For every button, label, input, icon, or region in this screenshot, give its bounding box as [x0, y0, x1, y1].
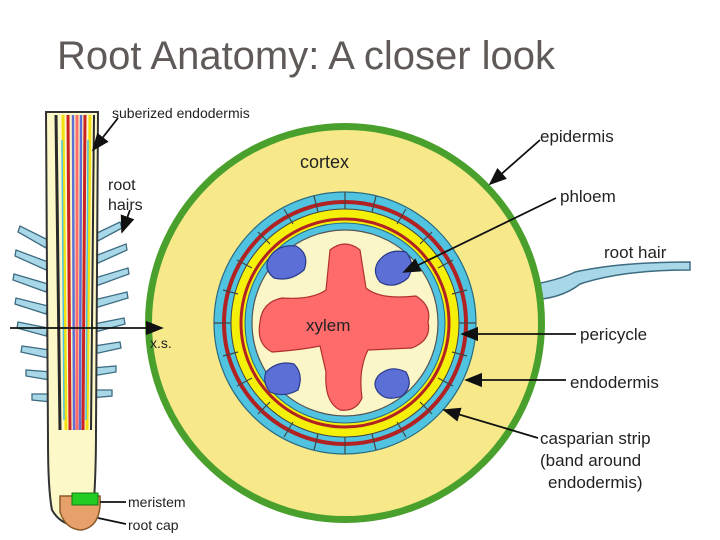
casparian-pointer [442, 407, 539, 439]
label-root-hairs-line2: hairs [108, 197, 143, 214]
label-epidermis: epidermis [540, 127, 614, 146]
label-endodermis: endodermis [570, 373, 659, 392]
label-cortex: cortex [300, 152, 349, 172]
label-suberized-endodermis: suberized endodermis [112, 105, 250, 121]
cross-section [145, 123, 691, 523]
phloem-bottom-right [374, 368, 410, 399]
phloem-top-left [266, 245, 307, 280]
suberized-endodermis-pointer [91, 117, 119, 152]
root-hairs-pointer [120, 209, 135, 234]
label-xylem: xylem [306, 316, 350, 335]
label-phloem: phloem [560, 187, 616, 206]
root-cap-pointer [97, 517, 127, 525]
xylem [258, 243, 430, 411]
epidermis-pointer [488, 139, 541, 186]
root-hair-extension [524, 261, 691, 301]
label-root-hairs-line1: root [108, 177, 136, 194]
phloem-bottom-left [264, 362, 301, 396]
label-xs: x.s. [150, 335, 172, 351]
meristem [71, 492, 99, 506]
label-pericycle: pericycle [580, 325, 647, 344]
endodermis-cells [214, 192, 476, 454]
slide-title: Root Anatomy: A closer look [57, 34, 556, 78]
label-casparian-line1: casparian strip [540, 429, 651, 448]
label-root-hair: root hair [604, 243, 667, 262]
longitudinal-root [12, 111, 130, 531]
label-meristem: meristem [128, 494, 186, 510]
label-casparian-line3: endodermis) [548, 473, 643, 492]
label-casparian-line2: (band around [540, 451, 641, 470]
pointer-lines [10, 117, 576, 525]
labels: suberized endodermis root hairs x.s. mer… [108, 105, 667, 533]
label-root-cap: root cap [128, 517, 179, 533]
phloem-pointer [402, 197, 557, 273]
